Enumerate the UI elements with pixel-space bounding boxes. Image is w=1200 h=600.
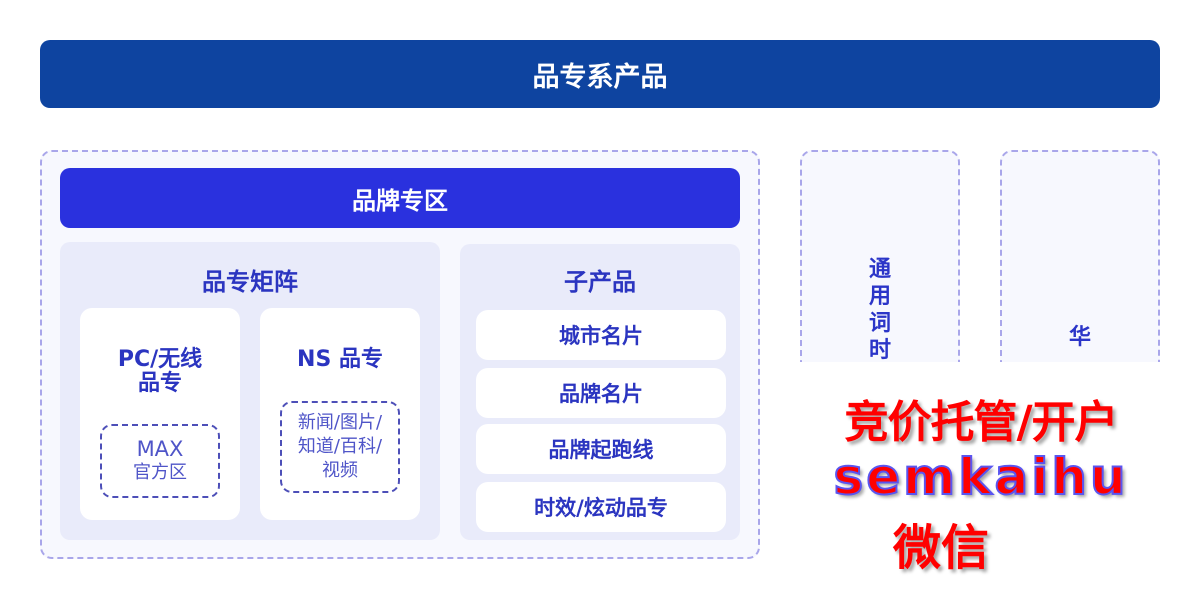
watermark-line2: semkaihu <box>832 447 1129 507</box>
page-title-bar: 品专系产品 <box>40 40 1160 108</box>
side-column-label: 华 <box>1068 325 1091 350</box>
sub-product-item[interactable]: 城市名片 <box>476 310 726 360</box>
brand-zone-header: 品牌专区 <box>60 168 740 228</box>
inner-line: 视频 <box>322 460 358 481</box>
pc-mobile-card[interactable]: PC/无线 品专 MAX 官方区 <box>80 308 240 520</box>
sub-product-item[interactable]: 品牌名片 <box>476 368 726 418</box>
inner-line: 官方区 <box>133 462 187 483</box>
ns-card[interactable]: NS 品专 新闻/图片/ 知道/百科/ 视频 <box>260 308 420 520</box>
item-label: 时效/炫动品专 <box>534 496 668 520</box>
watermark-line1: 竞价托管/开户 <box>844 397 1118 448</box>
inner-line: 新闻/图片/ <box>297 412 383 433</box>
item-label: 城市名片 <box>559 324 643 348</box>
side-column-generic[interactable]: 通 用 词 时 <box>800 150 960 380</box>
sub-products-title: 子产品 <box>564 268 636 296</box>
max-official-zone: MAX 官方区 <box>100 424 220 498</box>
inner-line: 知道/百科/ <box>297 436 383 457</box>
watermark-overlay: 竞价托管/开户 semkaihu 微信 <box>800 362 1162 582</box>
item-label: 品牌起跑线 <box>548 438 654 462</box>
card-title: PC/无线 <box>117 347 203 372</box>
watermark-line3: 微信 <box>892 520 989 576</box>
side-column-label: 通 用 词 时 <box>868 257 891 363</box>
brand-zone-title: 品牌专区 <box>352 186 448 215</box>
page-title: 品专系产品 <box>532 61 668 93</box>
inner-line: MAX <box>136 437 184 461</box>
sub-product-item[interactable]: 品牌起跑线 <box>476 424 726 474</box>
sub-product-item[interactable]: 时效/炫动品专 <box>476 482 726 532</box>
card-title: 品专 <box>137 371 182 396</box>
item-label: 品牌名片 <box>559 382 643 406</box>
ns-content-types: 新闻/图片/ 知道/百科/ 视频 <box>280 401 400 493</box>
card-title: NS 品专 <box>297 347 383 372</box>
matrix-title: 品专矩阵 <box>202 268 298 296</box>
side-column-hua[interactable]: 华 <box>1000 150 1160 380</box>
